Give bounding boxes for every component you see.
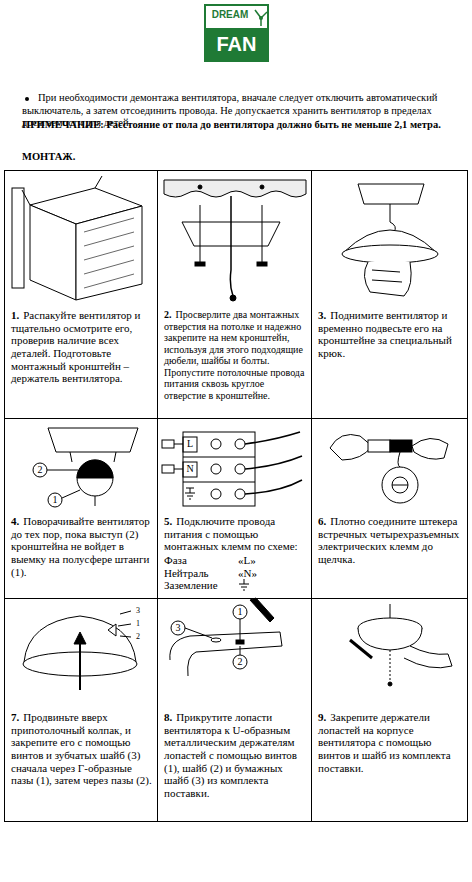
step-instruction: Продвиньте вверх припотолочный колпак, и… [11, 711, 152, 786]
step-paragraph: 7.Продвиньте вверх припотолочный колпак,… [11, 711, 152, 787]
step-text: 6.Плотно соедините штекера встречных чет… [318, 515, 462, 566]
step-number: 2. [164, 309, 172, 320]
callout-number: 3 [132, 604, 144, 618]
step-text: 4.Поворачивайте вентилятор до тех пор, п… [11, 515, 152, 578]
step-panel: 9.Закрепите держатели лопастей на корпус… [311, 598, 468, 822]
step-text: 7.Продвиньте вверх припотолочный колпак,… [11, 711, 152, 787]
step-paragraph: 6.Плотно соедините штекера встречных чет… [318, 515, 462, 566]
brand-word: DREAM [206, 9, 254, 20]
step-panel: 2.Просверлите два монтажных отверстия на… [157, 170, 312, 419]
step-number: 7. [11, 711, 19, 723]
step-text: 8.Прикрутите лопасти вентилятора к U-обр… [164, 711, 306, 799]
step-number: 4. [11, 515, 19, 527]
step-instruction: Подключите провода питания с помощью мон… [164, 515, 298, 552]
step-text: 1.Распакуйте вентилятор и тщательно осмо… [11, 309, 152, 385]
step-number: 5. [164, 515, 172, 527]
step-paragraph: 1.Распакуйте вентилятор и тщательно осмо… [11, 309, 152, 385]
step-number: 3. [318, 309, 326, 321]
note-text: ПРИМЕЧАНИЕ: Расстояние от пола до вентил… [22, 119, 462, 132]
wiring-table: Фаза«L»Нейтраль«N»Заземление [164, 554, 306, 594]
wire-name: Фаза [164, 554, 238, 567]
step-text: 3.Поднимите вентилятор и временно подвес… [318, 309, 462, 360]
terminal-code: «N» [238, 567, 306, 580]
step-instruction: Просверлите два монтажных отверстия на п… [164, 309, 304, 401]
terminal-code: «L» [238, 554, 306, 567]
step-panel: 5.Подключите провода питания с помощью м… [157, 418, 312, 599]
callout-number: 1 [233, 605, 247, 619]
callout-number: 2 [233, 655, 247, 669]
step-instruction: Прикрутите лопасти вентилятора к U-образ… [164, 711, 297, 799]
step-paragraph: 9.Закрепите держатели лопастей на корпус… [318, 711, 462, 774]
step-panel: 3.Поднимите вентилятор и временно подвес… [311, 170, 468, 419]
wire-name: Заземление [164, 579, 238, 594]
step-panel: 6.Плотно соедините штекера встречных чет… [311, 418, 468, 599]
step-paragraph: 2.Просверлите два монтажных отверстия на… [164, 309, 306, 401]
step-number: 9. [318, 711, 326, 723]
brand-word: FAN [206, 31, 267, 57]
step-number: 1. [11, 309, 19, 321]
step-number: 6. [318, 515, 326, 527]
callout-number: 2 [132, 630, 144, 644]
step-paragraph: 5.Подключите провода питания с помощью м… [164, 515, 306, 553]
ground-symbol [238, 579, 306, 594]
step-text: 2.Просверлите два монтажных отверстия на… [164, 309, 306, 401]
wire-name: Нейтраль [164, 567, 238, 580]
step-instruction: Поднимите вентилятор и временно подвесьт… [318, 309, 452, 359]
callout-number: 1 [48, 493, 62, 507]
step-panel: 7.Продвиньте вверх припотолочный колпак,… [4, 598, 158, 822]
step-text: 5.Подключите провода питания с помощью м… [164, 515, 306, 594]
callout-number: 3 [171, 621, 185, 635]
step-text: 9.Закрепите держатели лопастей на корпус… [318, 711, 462, 774]
terminal-label: N [183, 462, 197, 476]
terminal-label: L [183, 437, 197, 451]
step-instruction: Распакуйте вентилятор и тщательно осмотр… [11, 309, 140, 384]
step-instruction: Поворачивайте вентилятор до тех пор, пок… [11, 515, 150, 578]
step-paragraph: 8.Прикрутите лопасти вентилятора к U-обр… [164, 711, 306, 799]
step-instruction: Закрепите держатели лопастей на корпусе … [318, 711, 451, 774]
section-heading: МОНТАЖ. [22, 151, 75, 162]
step-instruction: Плотно соедините штекера встречных четыр… [318, 515, 459, 565]
callout-number: 2 [33, 463, 47, 477]
step-paragraph: 3.Поднимите вентилятор и временно подвес… [318, 309, 462, 360]
step-panel: 4.Поворачивайте вентилятор до тех пор, п… [4, 418, 158, 599]
step-number: 8. [164, 711, 172, 723]
step-panel: 1.Распакуйте вентилятор и тщательно осмо… [4, 170, 158, 419]
callout-number: 1 [132, 617, 144, 631]
step-paragraph: 4.Поворачивайте вентилятор до тех пор, п… [11, 515, 152, 578]
